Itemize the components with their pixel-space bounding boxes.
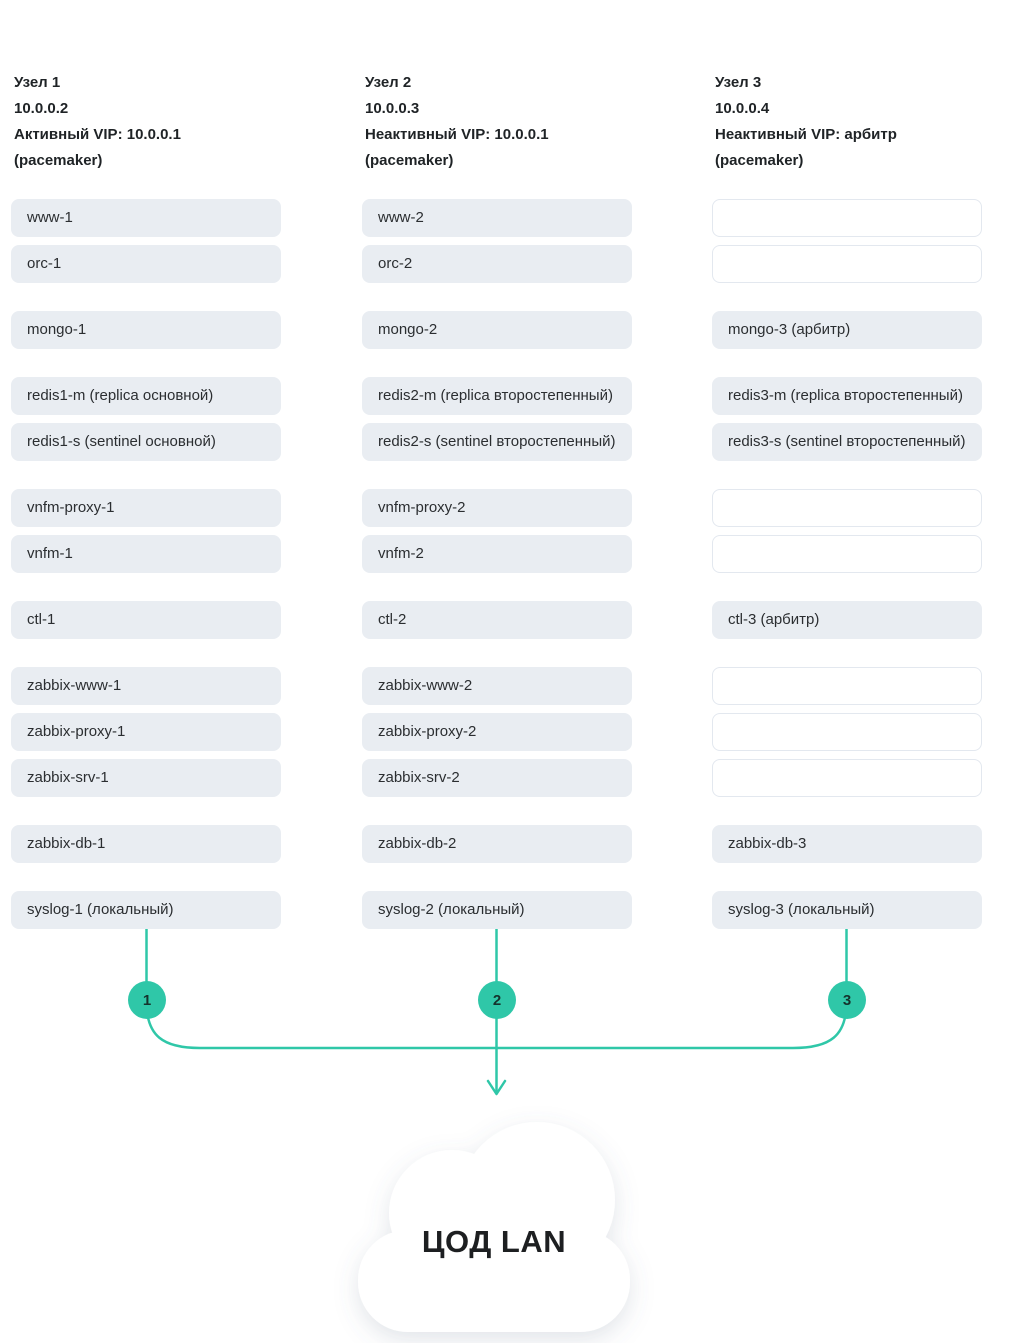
service-group: redis1-m (replica основной) redis1-s (sen…	[11, 377, 281, 461]
service-box: zabbix-db-1	[11, 825, 281, 863]
node-cluster: (pacemaker)	[14, 152, 103, 169]
service-box: zabbix-proxy-2	[362, 713, 632, 751]
service-box: mongo-3 (арбитр)	[712, 311, 982, 349]
service-box: redis1-m (replica основной)	[11, 377, 281, 415]
node-cluster: (pacemaker)	[715, 152, 804, 169]
empty-slot	[712, 199, 982, 237]
service-group: mongo-2	[362, 311, 632, 349]
service-group: vnfm-proxy-1 vnfm-1	[11, 489, 281, 573]
service-group: zabbix-db-2	[362, 825, 632, 863]
service-group	[712, 489, 982, 573]
node-vip: Неактивный VIP: 10.0.0.1	[365, 126, 549, 143]
service-box: redis3-s (sentinel второстепенный)	[712, 423, 982, 461]
empty-slot	[712, 667, 982, 705]
service-group: syslog-3 (локальный)	[712, 891, 982, 929]
node-vip: Неактивный VIP: арбитр	[715, 126, 897, 143]
service-group: zabbix-db-1	[11, 825, 281, 863]
empty-slot	[712, 245, 982, 283]
service-group: ctl-3 (арбитр)	[712, 601, 982, 639]
service-box: zabbix-www-1	[11, 667, 281, 705]
service-group: mongo-3 (арбитр)	[712, 311, 982, 349]
service-list-3: mongo-3 (арбитр) redis3-m (replica второс…	[712, 199, 982, 929]
service-box: vnfm-proxy-2	[362, 489, 632, 527]
service-group: www-2 orc-2	[362, 199, 632, 283]
service-group: ctl-1	[11, 601, 281, 639]
service-box: vnfm-2	[362, 535, 632, 573]
node-ip: 10.0.0.2	[14, 100, 69, 117]
service-list-2: www-2 orc-2 mongo-2 redis2-m (replica второ…	[362, 199, 632, 929]
node-vip: Активный VIP: 10.0.0.1	[14, 126, 181, 143]
node-column-1: Узел 1 10.0.0.2 Активный VIP: 10.0.0.1 (…	[11, 70, 281, 957]
node-header-1: Узел 1 10.0.0.2 Активный VIP: 10.0.0.1 (…	[11, 70, 281, 174]
service-group: www-1 orc-1	[11, 199, 281, 283]
service-box: syslog-1 (локальный)	[11, 891, 281, 929]
node-column-2: Узел 2 10.0.0.3 Неактивный VIP: 10.0.0.1…	[362, 70, 632, 957]
service-box: mongo-1	[11, 311, 281, 349]
node-number-badge-3: 3	[828, 981, 866, 1019]
service-group: syslog-1 (локальный)	[11, 891, 281, 929]
service-box: zabbix-srv-2	[362, 759, 632, 797]
service-group: redis3-m (replica второстепенный) redis3-…	[712, 377, 982, 461]
empty-slot	[712, 489, 982, 527]
service-box: zabbix-db-2	[362, 825, 632, 863]
node-title: Узел 1	[14, 74, 61, 91]
service-group: zabbix-www-1 zabbix-proxy-1 zabbix-srv-1	[11, 667, 281, 797]
service-box: zabbix-db-3	[712, 825, 982, 863]
service-box: zabbix-www-2	[362, 667, 632, 705]
node-number-badge-1: 1	[128, 981, 166, 1019]
node-header-2: Узел 2 10.0.0.3 Неактивный VIP: 10.0.0.1…	[362, 70, 632, 174]
service-box: redis1-s (sentinel основной)	[11, 423, 281, 461]
service-box: ctl-3 (арбитр)	[712, 601, 982, 639]
service-group: mongo-1	[11, 311, 281, 349]
service-list-1: www-1 orc-1 mongo-1 redis1-m (replica основ…	[11, 199, 281, 929]
empty-slot	[712, 759, 982, 797]
service-group: vnfm-proxy-2 vnfm-2	[362, 489, 632, 573]
node-header-3: Узел 3 10.0.0.4 Неактивный VIP: арбитр (…	[712, 70, 982, 174]
service-box: ctl-2	[362, 601, 632, 639]
arrowhead-icon	[486, 1079, 507, 1096]
node-column-3: Узел 3 10.0.0.4 Неактивный VIP: арбитр (…	[712, 70, 982, 957]
service-box: orc-1	[11, 245, 281, 283]
service-box: redis2-m (replica второстепенный)	[362, 377, 632, 415]
node-number-badge-2: 2	[478, 981, 516, 1019]
service-group: redis2-m (replica второстепенный) redis2-…	[362, 377, 632, 461]
service-group: syslog-2 (локальный)	[362, 891, 632, 929]
node-title: Узел 2	[365, 74, 412, 91]
service-box: redis2-s (sentinel второстепенный)	[362, 423, 632, 461]
service-group	[712, 667, 982, 797]
node-ip: 10.0.0.3	[365, 100, 420, 117]
service-box: zabbix-srv-1	[11, 759, 281, 797]
service-group: zabbix-www-2 zabbix-proxy-2 zabbix-srv-2	[362, 667, 632, 797]
service-group: zabbix-db-3	[712, 825, 982, 863]
service-box: zabbix-proxy-1	[11, 713, 281, 751]
node-cluster: (pacemaker)	[365, 152, 454, 169]
service-box: redis3-m (replica второстепенный)	[712, 377, 982, 415]
service-box: www-1	[11, 199, 281, 237]
service-group	[712, 199, 982, 283]
service-box: syslog-2 (локальный)	[362, 891, 632, 929]
service-box: ctl-1	[11, 601, 281, 639]
node-title: Узел 3	[715, 74, 762, 91]
empty-slot	[712, 535, 982, 573]
service-box: syslog-3 (локальный)	[712, 891, 982, 929]
service-box: www-2	[362, 199, 632, 237]
service-box: vnfm-proxy-1	[11, 489, 281, 527]
service-group: ctl-2	[362, 601, 632, 639]
cloud-label: ЦОД LAN	[421, 1224, 567, 1259]
service-box: orc-2	[362, 245, 632, 283]
service-box: mongo-2	[362, 311, 632, 349]
service-box: vnfm-1	[11, 535, 281, 573]
node-ip: 10.0.0.4	[715, 100, 770, 117]
empty-slot	[712, 713, 982, 751]
